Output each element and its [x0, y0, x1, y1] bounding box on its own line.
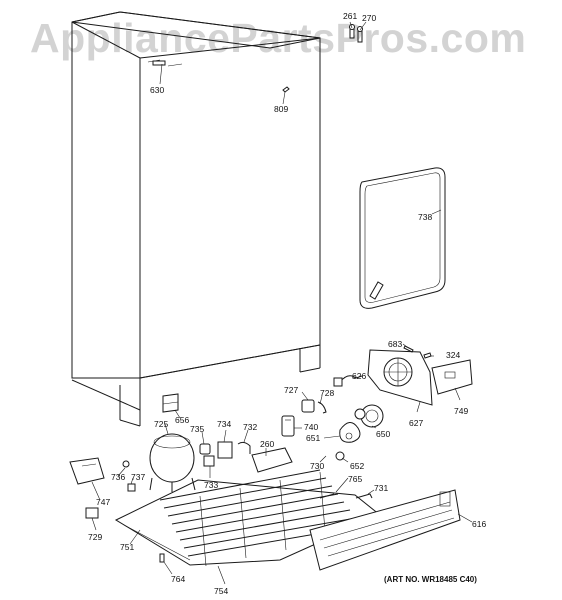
callout-747: 747	[96, 497, 110, 507]
drain-pan-260	[251, 447, 293, 473]
part-734	[217, 441, 233, 459]
relay-735	[199, 443, 211, 455]
callout-736: 736	[111, 472, 125, 482]
callout-730: 730	[310, 461, 324, 471]
callout-737: 737	[131, 472, 145, 482]
callout-732: 732	[243, 422, 257, 432]
callout-809: 809	[274, 104, 288, 114]
callout-764: 764	[171, 574, 185, 584]
panel-749	[431, 359, 473, 395]
callout-734: 734	[217, 419, 231, 429]
fan-motor-650	[354, 404, 384, 428]
callout-324: 324	[446, 350, 460, 360]
callout-627: 627	[409, 418, 423, 428]
leader-lines	[91, 21, 473, 585]
callout-651: 651	[306, 433, 320, 443]
screw-764	[159, 553, 165, 563]
callout-683: 683	[388, 339, 402, 349]
callout-733: 733	[204, 480, 218, 490]
callout-751: 751	[120, 542, 134, 552]
callout-270: 270	[362, 13, 376, 23]
callout-626: 626	[352, 371, 366, 381]
callout-656: 656	[175, 415, 189, 425]
callout-754: 754	[214, 586, 228, 596]
part-729	[85, 507, 99, 519]
callout-728: 728	[320, 388, 334, 398]
watermark-text: AppliancePartsPros.com	[30, 15, 526, 61]
callout-735: 735	[190, 424, 204, 434]
callout-727: 727	[284, 385, 298, 395]
callout-260: 260	[260, 439, 274, 449]
art-number-label: (ART NO. WR18485 C40)	[384, 575, 477, 584]
callout-765: 765	[348, 474, 362, 484]
relay-740	[281, 415, 295, 437]
compressor-725	[149, 433, 196, 492]
gasket-738	[359, 167, 446, 309]
thermostat-727	[301, 399, 315, 413]
callout-labels: 261 270 630 809 738 683 324 626 749 627 …	[88, 11, 486, 596]
callout-261: 261	[343, 11, 357, 21]
part-736	[122, 460, 130, 468]
callout-749: 749	[454, 406, 468, 416]
callout-630: 630	[150, 85, 164, 95]
callout-650: 650	[376, 429, 390, 439]
bracket-747	[69, 457, 105, 485]
fan-blade-651	[339, 422, 361, 443]
screw-261-270	[349, 24, 363, 43]
callout-652: 652	[350, 461, 364, 471]
callout-740: 740	[304, 422, 318, 432]
bracket-656	[162, 393, 179, 413]
callout-725: 725	[154, 419, 168, 429]
fan-bracket-627	[367, 349, 433, 406]
callout-729: 729	[88, 532, 102, 542]
clip-765	[319, 493, 335, 499]
callout-616: 616	[472, 519, 486, 529]
screw-683	[403, 345, 414, 353]
overload-733	[203, 455, 215, 467]
part-732	[237, 441, 251, 454]
part-737	[127, 483, 136, 492]
clip-731	[355, 493, 373, 499]
clip-728	[317, 401, 327, 414]
cabinet	[71, 11, 321, 427]
cover-616	[309, 489, 461, 571]
callout-731: 731	[374, 483, 388, 493]
screw-809	[282, 86, 290, 93]
callout-738: 738	[418, 212, 432, 222]
screw-324	[423, 352, 432, 359]
